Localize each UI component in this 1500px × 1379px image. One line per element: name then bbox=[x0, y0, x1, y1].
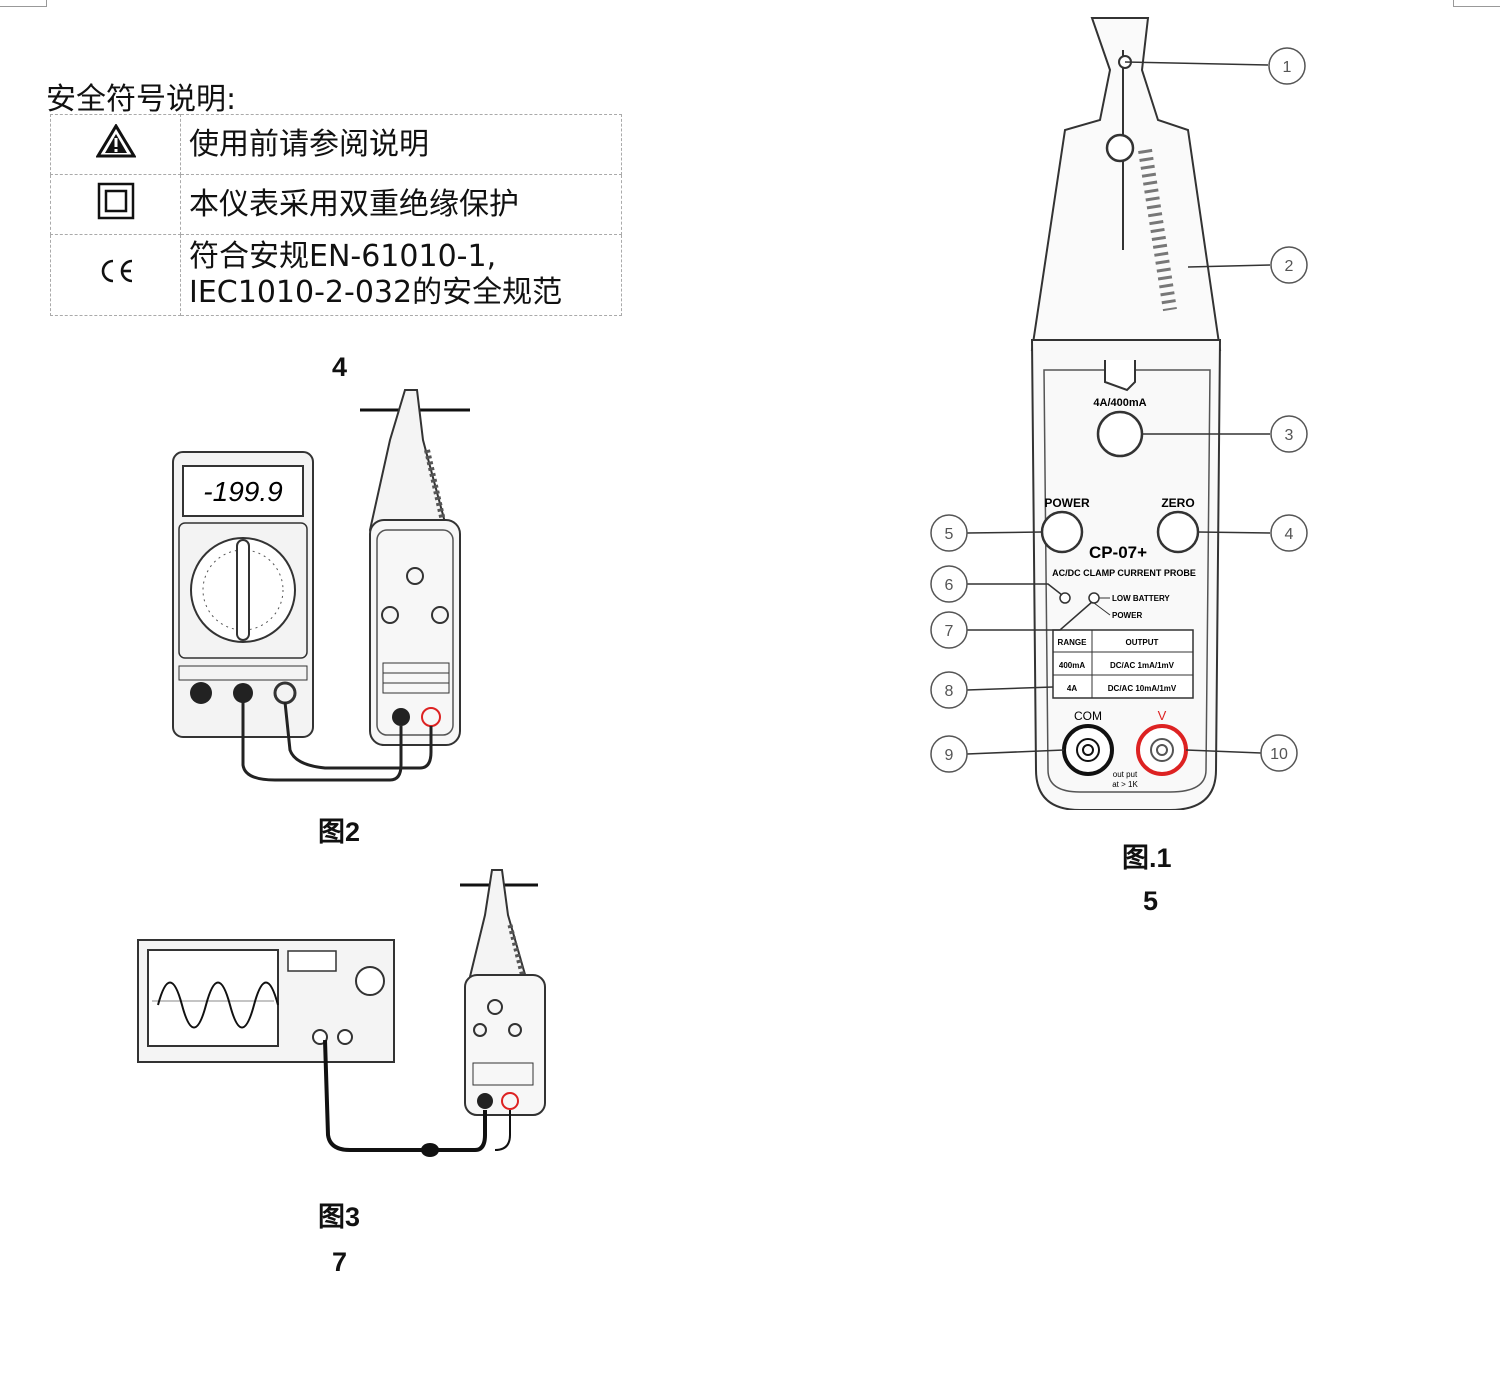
output-note-line1: out put bbox=[1113, 770, 1138, 779]
callout-number: 10 bbox=[1270, 746, 1288, 763]
com-terminal-label: COM bbox=[1074, 709, 1102, 723]
safety-symbols-title: 安全符号说明: bbox=[46, 82, 237, 117]
symbol-description: 符合安规EN-61010-1, IEC1010-2-032的安全规范 bbox=[180, 234, 622, 316]
figure-3-caption: 图3 bbox=[318, 1202, 361, 1232]
v-terminal-label: V bbox=[1158, 708, 1167, 723]
page-number: 4 bbox=[332, 352, 348, 382]
model-label: CP-07+ bbox=[1089, 543, 1147, 562]
table-header-output: OUTPUT bbox=[1126, 638, 1159, 647]
symbol-description: 本仪表采用双重绝缘保护 bbox=[180, 174, 622, 235]
callout-number: 2 bbox=[1285, 258, 1294, 275]
callout-number: 6 bbox=[945, 577, 954, 594]
range-label: 4A/400mA bbox=[1093, 397, 1146, 409]
output-table bbox=[1052, 629, 1194, 699]
callout-number: 7 bbox=[945, 623, 954, 640]
warning-triangle-icon bbox=[50, 114, 181, 175]
output-note-line2: at > 1K bbox=[1112, 780, 1138, 789]
probe-subtitle: AC/DC CLAMP CURRENT PROBE bbox=[1052, 568, 1196, 578]
callout-number: 5 bbox=[945, 526, 954, 543]
figure-2-meter-probe-diagram: -199.9 bbox=[172, 389, 470, 782]
zero-button-label: ZERO bbox=[1161, 496, 1194, 510]
figure-2-caption: 图2 bbox=[318, 817, 361, 847]
page-number: 7 bbox=[332, 1247, 348, 1277]
symbol-row: 符合安规EN-61010-1, IEC1010-2-032的安全规范 bbox=[50, 234, 622, 316]
figure-1-clamp-probe-diagram: 4A/400mA POWER ZERO CP-07+ AC/DC CLAMP C… bbox=[930, 17, 1308, 810]
table-cell: DC/AC 1mA/1mV bbox=[1110, 661, 1175, 670]
symbol-description-line1: 符合安规EN-61010-1, bbox=[189, 239, 497, 274]
figure-3-oscilloscope-probe-diagram bbox=[137, 869, 546, 1157]
meter-display-reading: -199.9 bbox=[203, 476, 282, 507]
zero-button bbox=[1156, 510, 1200, 554]
power-button-label: POWER bbox=[1044, 496, 1090, 510]
symbol-row: 使用前请参阅说明 bbox=[50, 114, 622, 175]
callout-number: 4 bbox=[1285, 526, 1294, 543]
low-battery-label: LOW BATTERY bbox=[1112, 594, 1170, 603]
table-cell: DC/AC 10mA/1mV bbox=[1108, 684, 1177, 693]
table-header-range: RANGE bbox=[1058, 638, 1088, 647]
page-number: 5 bbox=[1143, 886, 1159, 916]
callout-number: 1 bbox=[1283, 59, 1292, 76]
symbol-description-line2: IEC1010-2-032的安全规范 bbox=[189, 275, 563, 310]
callout-number: 9 bbox=[945, 747, 954, 764]
power-button bbox=[1040, 510, 1084, 554]
symbol-description: 使用前请参阅说明 bbox=[180, 114, 622, 175]
double-insulation-icon bbox=[50, 174, 181, 235]
table-cell: 400mA bbox=[1059, 661, 1085, 670]
callout-number: 3 bbox=[1285, 427, 1294, 444]
safety-symbols-table: 使用前请参阅说明 本仪表采用双重绝缘保护 符合安规EN-61010-1, IEC… bbox=[50, 114, 622, 316]
ce-mark-icon bbox=[50, 234, 181, 316]
callout-number: 8 bbox=[945, 683, 954, 700]
table-cell: 4A bbox=[1067, 684, 1077, 693]
page-corner-mark-left bbox=[0, 0, 47, 7]
page-corner-mark-right bbox=[1453, 0, 1500, 7]
power-led-label: POWER bbox=[1112, 611, 1142, 620]
figure-1-caption: 图.1 bbox=[1122, 843, 1172, 873]
symbol-row: 本仪表采用双重绝缘保护 bbox=[50, 174, 622, 235]
